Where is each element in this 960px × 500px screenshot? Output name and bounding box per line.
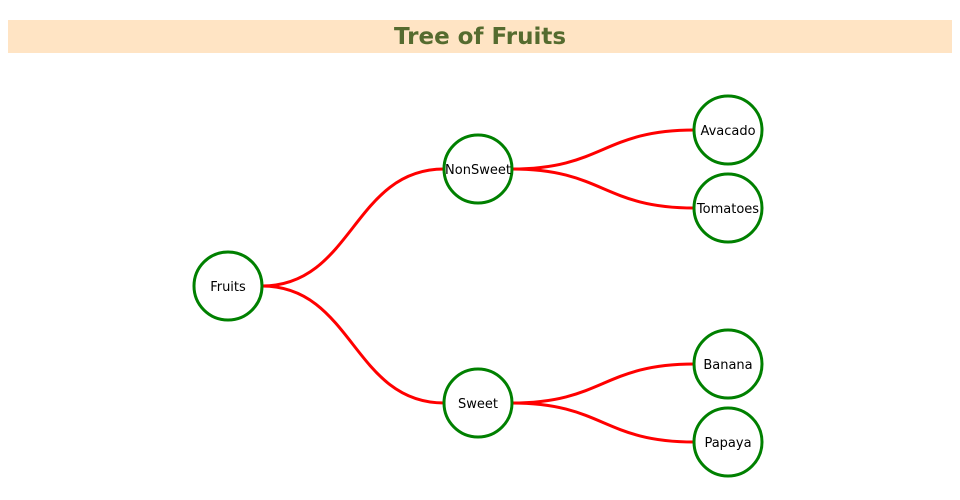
page-title: Tree of Fruits: [393, 23, 567, 50]
node-circle[interactable]: [692, 328, 764, 400]
node-label: Avacado: [700, 124, 755, 139]
link-fruits-to-sweet: [261, 284, 445, 405]
node-circle[interactable]: [692, 406, 764, 478]
node-circle[interactable]: [442, 133, 514, 205]
node-circle[interactable]: [192, 250, 264, 322]
link-sweet-to-papaya: [511, 401, 695, 444]
tree-node-banana[interactable]: Banana: [692, 328, 764, 400]
link-nonsweet-to-tomatoes: [511, 167, 695, 210]
link-fruits-to-nonsweet: [261, 167, 445, 288]
tree-node-nonsweet[interactable]: NonSweet: [442, 133, 514, 205]
node-circle[interactable]: [692, 94, 764, 166]
node-label: Tomatoes: [696, 202, 759, 217]
node-circle[interactable]: [442, 367, 514, 439]
link-sweet-to-banana: [511, 362, 695, 405]
title-bar: Tree of Fruits: [8, 20, 952, 53]
tree-node-avacado[interactable]: Avacado: [692, 94, 764, 166]
node-label: Sweet: [458, 397, 498, 412]
node-circle[interactable]: [692, 172, 764, 244]
tree-node-tomatoes[interactable]: Tomatoes: [692, 172, 764, 244]
node-label: Banana: [703, 358, 752, 373]
node-label: Fruits: [210, 280, 246, 295]
tree-node-fruits[interactable]: Fruits: [192, 250, 264, 322]
tree-links: [261, 128, 695, 444]
node-label: Papaya: [704, 436, 751, 451]
tree-node-papaya[interactable]: Papaya: [692, 406, 764, 478]
link-nonsweet-to-avacado: [511, 128, 695, 171]
tree-node-sweet[interactable]: Sweet: [442, 367, 514, 439]
node-label: NonSweet: [445, 163, 511, 178]
